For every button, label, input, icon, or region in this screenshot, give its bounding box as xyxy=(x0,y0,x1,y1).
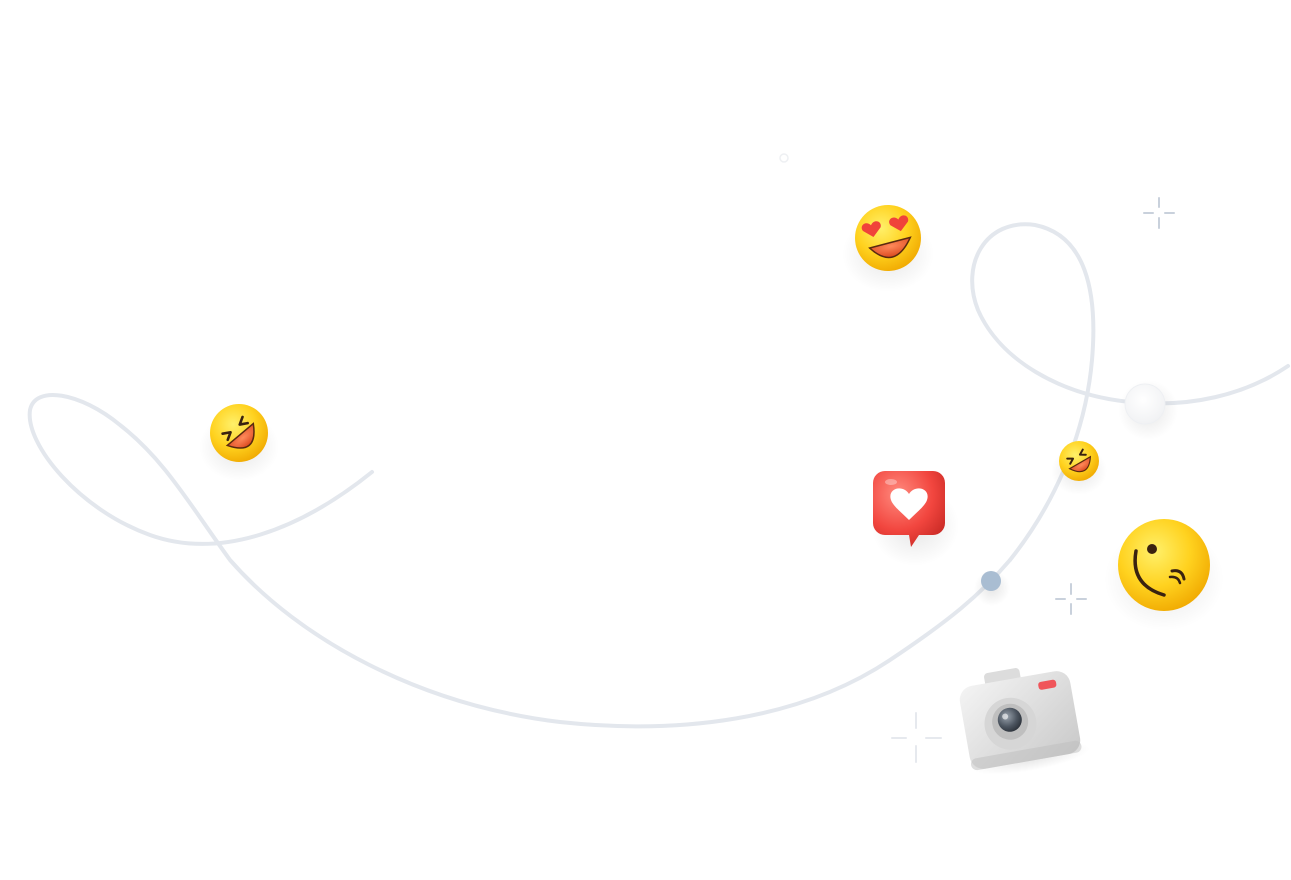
camera-icon xyxy=(959,668,1091,775)
tiny-ring xyxy=(779,153,789,163)
laughing-face-icon xyxy=(1051,441,1107,495)
blue-dot-marker xyxy=(974,570,1010,606)
sparkle-icon xyxy=(1055,583,1087,615)
winking-face-icon xyxy=(1104,519,1224,631)
laughing-face-icon xyxy=(199,404,279,481)
left-loop-curve xyxy=(27,392,1012,729)
sparkle-icon xyxy=(1143,197,1175,229)
heart-bubble-icon xyxy=(871,471,959,566)
sparkles xyxy=(779,153,1175,763)
sparkle-icon xyxy=(891,712,942,763)
white-dot-marker xyxy=(1118,380,1178,440)
heart-eyes-face-icon xyxy=(842,205,934,292)
